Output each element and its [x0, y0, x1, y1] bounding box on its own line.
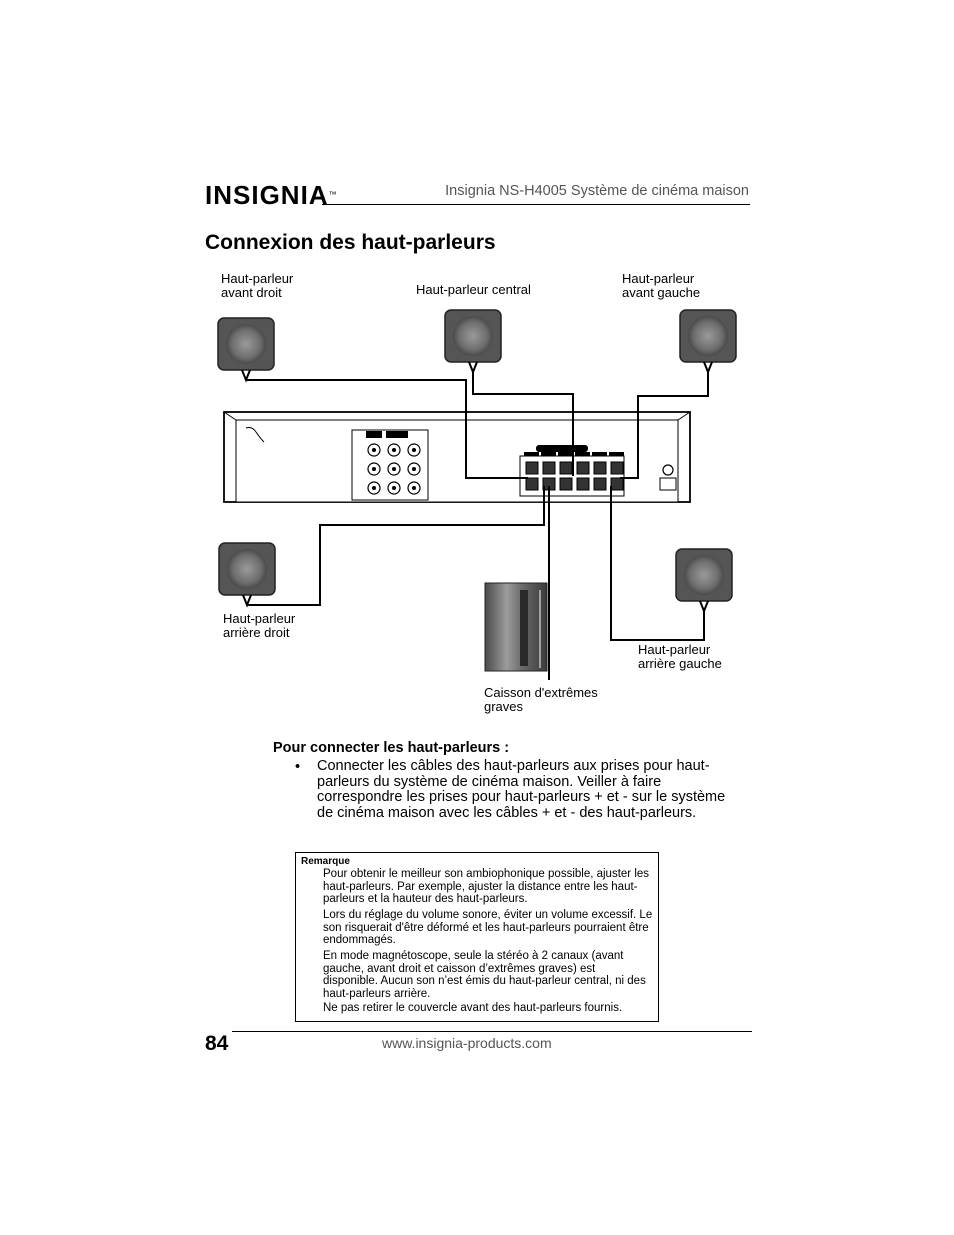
label-center: Haut-parleur central: [416, 282, 531, 297]
speaker-front-right-icon: [217, 317, 275, 371]
note-item: Ne pas retirer le couvercle avant des ha…: [323, 1002, 623, 1014]
header-rule: [322, 204, 750, 205]
note-item: Pour obtenir le meilleur son ambiophoniq…: [323, 868, 650, 906]
speaker-rear-left-icon: [675, 548, 733, 602]
speaker-connection-diagram: [217, 309, 737, 680]
speaker-rear-right-icon: [218, 542, 276, 596]
receiver-back-panel: [223, 411, 691, 503]
section-heading: Pour connecter les haut-parleurs :: [273, 740, 510, 756]
speaker-front-left-icon: [679, 309, 737, 363]
footer-url: www.insignia-products.com: [382, 1035, 552, 1051]
note-item: En mode magnétoscope, seule la stéréo à …: [323, 950, 646, 1000]
bullet-text: Connecter les câbles des haut-parleurs a…: [317, 758, 726, 821]
note-box: [295, 852, 659, 1022]
page-title: Connexion des haut-parleurs: [205, 231, 496, 254]
bullet-marker: •: [295, 759, 301, 775]
insignia-logo: INSIGNIA™: [205, 180, 338, 210]
footer-rule: [232, 1031, 752, 1032]
speaker-center-icon: [444, 309, 502, 363]
note-title: Remarque: [301, 856, 350, 867]
subwoofer-icon: [484, 582, 548, 672]
header-title: Insignia NS-H4005 Système de cinéma mais…: [445, 183, 749, 199]
note-item: Lors du réglage du volume sonore, éviter…: [323, 909, 653, 947]
page-number: 84: [205, 1032, 229, 1055]
